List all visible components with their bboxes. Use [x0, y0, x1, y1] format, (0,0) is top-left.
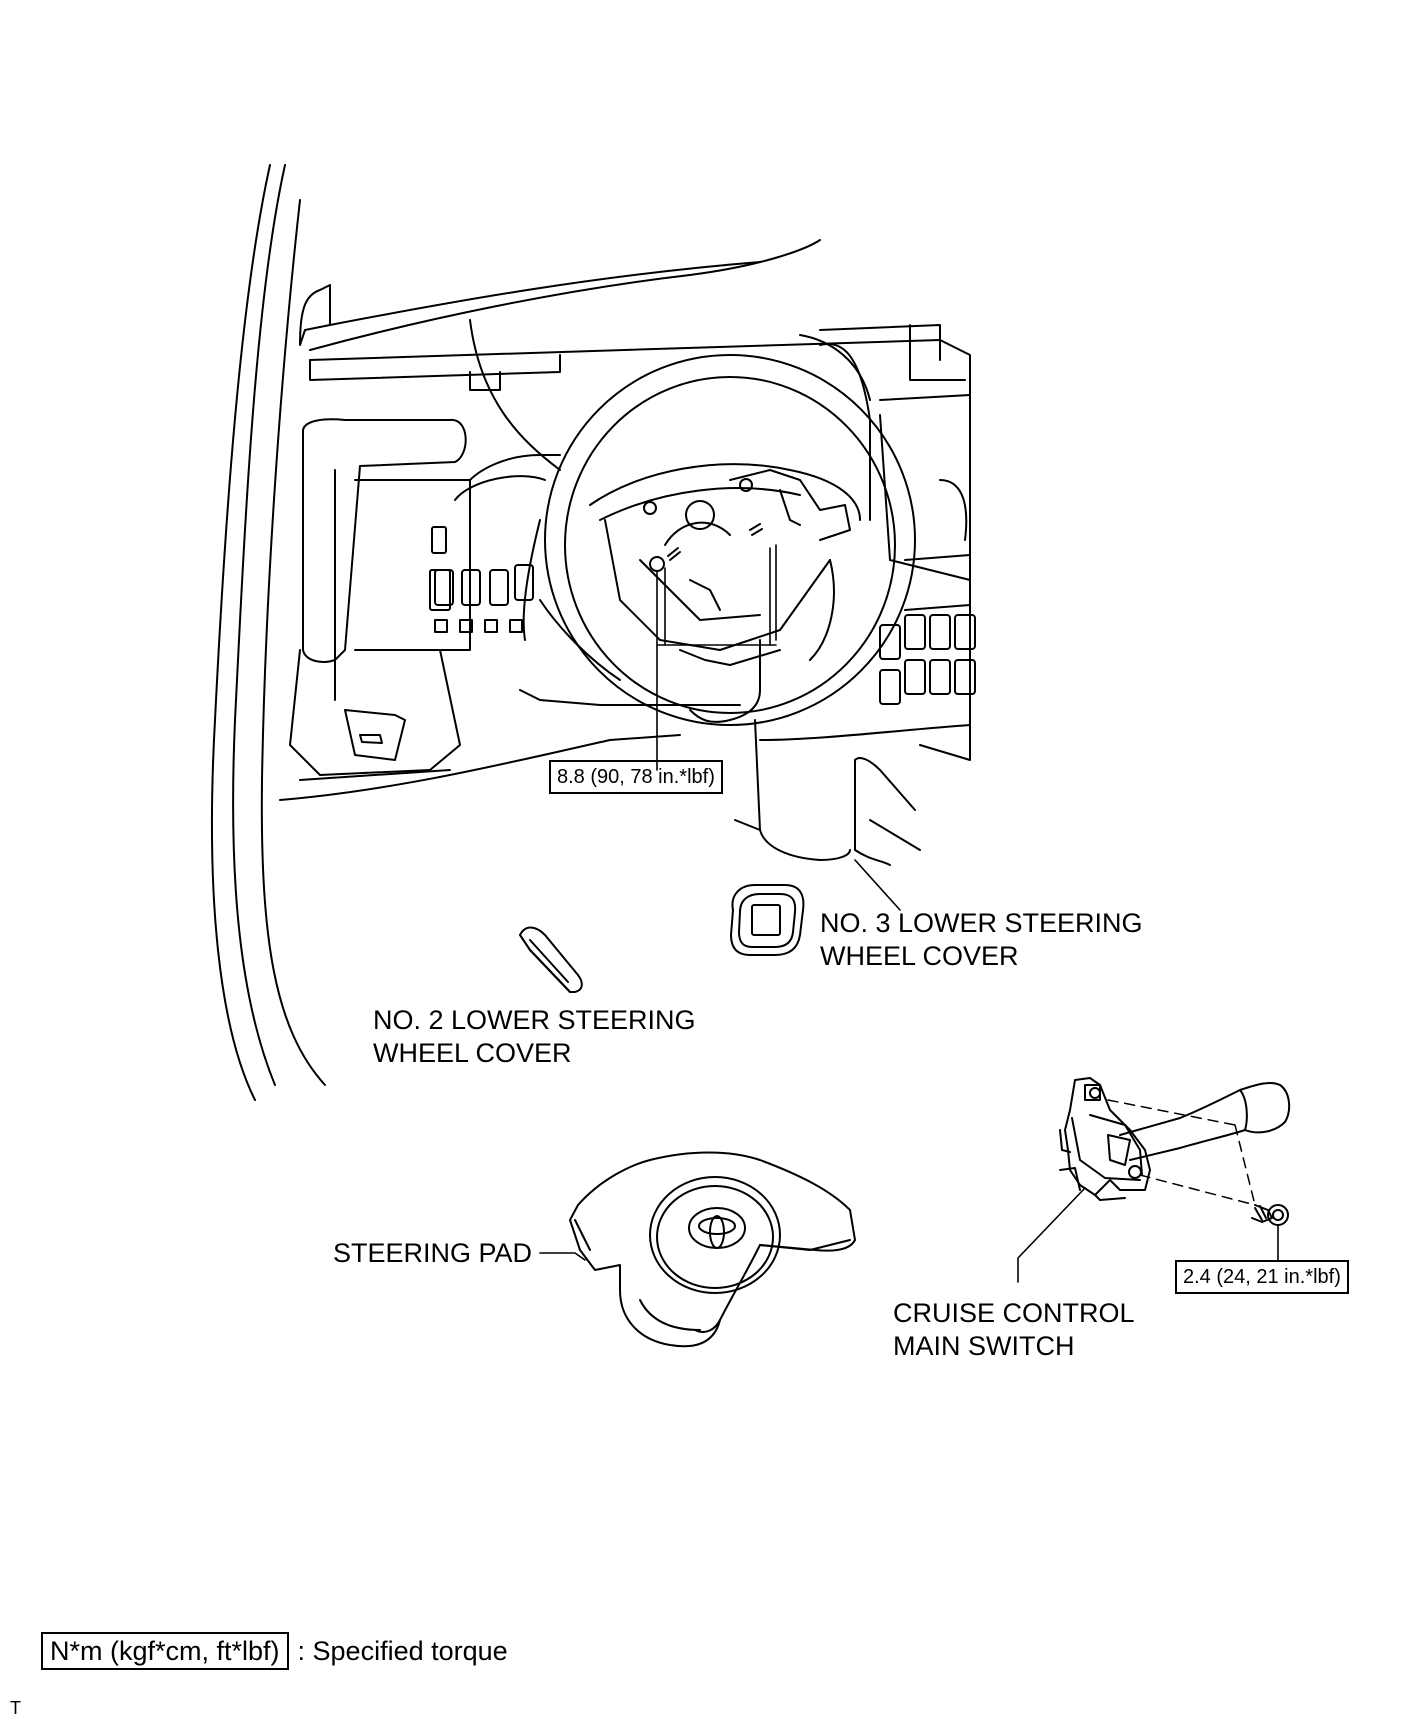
no2-lower-steering-wheel-cover-part	[519, 926, 583, 993]
steering-column	[734, 719, 921, 866]
label-steering-pad: STEERING PAD	[333, 1238, 533, 1268]
corner-mark: T	[10, 1698, 21, 1718]
no3-lower-steering-wheel-cover-part	[730, 884, 805, 956]
label-no3-line1: NO. 3 LOWER STEERING	[820, 908, 1143, 938]
label-no2-line2: WHEEL COVER	[373, 1038, 572, 1068]
toyota-logo	[688, 1207, 746, 1249]
steering-pad-part	[569, 1151, 856, 1348]
leader-cruise-switch	[1017, 1187, 1086, 1283]
leader-steering-pad	[539, 1252, 586, 1261]
label-no2-lower-steering-wheel-cover: NO. 2 LOWER STEERING WHEEL COVER	[373, 1004, 696, 1070]
label-no3-line2: WHEEL COVER	[820, 941, 1019, 971]
label-no3-lower-steering-wheel-cover: NO. 3 LOWER STEERING WHEEL COVER	[820, 907, 1143, 973]
label-cruise-line1: CRUISE CONTROL	[893, 1298, 1135, 1328]
dashboard-outline	[210, 164, 976, 1101]
steering-wheel	[539, 354, 916, 726]
label-cruise-control-main-switch: CRUISE CONTROL MAIN SWITCH	[893, 1297, 1135, 1363]
cruise-switch-screw	[1251, 1204, 1289, 1226]
cruise-control-main-switch-part	[1059, 1077, 1291, 1206]
torque-leaders-steering	[656, 544, 777, 771]
legend-description: : Specified torque	[297, 1635, 508, 1666]
torque-label-cruise-screw: 2.4 (24, 21 in.*lbf)	[1175, 1260, 1349, 1294]
legend: N*m (kgf*cm, ft*lbf) : Specified torque	[41, 1632, 508, 1670]
label-cruise-line2: MAIN SWITCH	[893, 1331, 1075, 1361]
label-no2-line1: NO. 2 LOWER STEERING	[373, 1005, 696, 1035]
torque-label-steering-wheel: 8.8 (90, 78 in.*lbf)	[549, 760, 723, 794]
legend-unit-box: N*m (kgf*cm, ft*lbf)	[41, 1632, 289, 1670]
leader-no3-cover	[854, 859, 901, 911]
